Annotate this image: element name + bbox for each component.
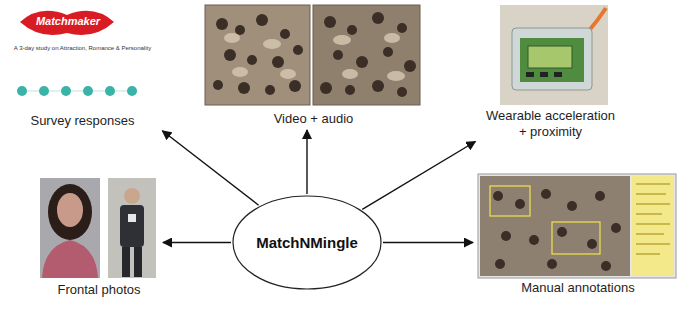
video-illustration <box>205 5 420 105</box>
survey-illustration <box>5 5 160 108</box>
logo-text: Matchmaker <box>22 15 114 28</box>
center-ellipse: MatchNMingle <box>232 195 382 290</box>
caption: Wearable acceleration + proximity <box>478 108 623 140</box>
arrow-connector <box>163 242 231 243</box>
arrow-connector <box>306 130 307 194</box>
annotation-illustration <box>478 174 676 278</box>
caption: Video + audio <box>205 111 422 127</box>
caption: Frontal photos <box>38 282 160 298</box>
photos-item: Frontal photos <box>38 176 160 298</box>
photos-illustration <box>40 178 156 278</box>
arrow-connector <box>383 242 473 243</box>
video-item: Video + audio <box>205 5 422 127</box>
caption: Survey responses <box>5 113 160 129</box>
wearable-illustration <box>500 5 608 105</box>
wearable-item: Wearable acceleration + proximity <box>478 5 623 140</box>
survey-subtitle: A 3-day study on Attraction, Romance & P… <box>7 44 158 52</box>
arrow-connector <box>362 142 475 210</box>
node-title: MatchNMingle <box>256 234 358 251</box>
arrow-connector <box>162 131 258 205</box>
caption: Manual annotations <box>476 280 680 296</box>
annotations-item: Manual annotations <box>476 172 680 296</box>
